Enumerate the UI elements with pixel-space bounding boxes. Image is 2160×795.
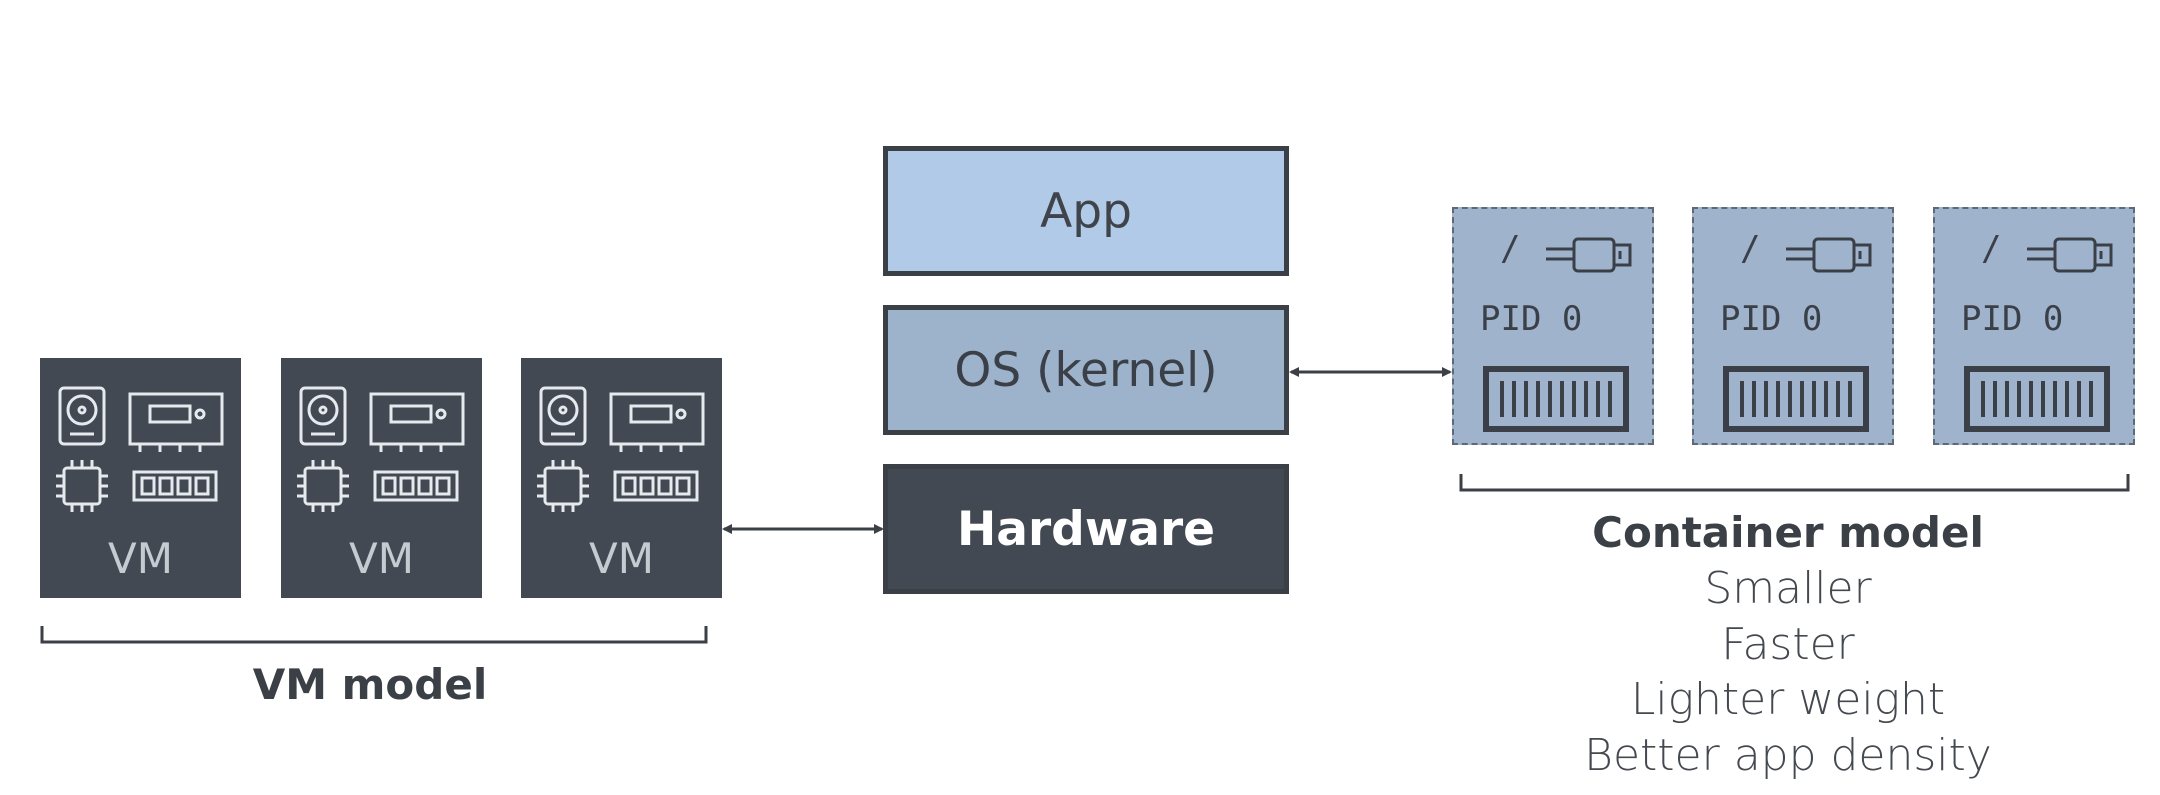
feature-lighter-weight: Lighter weight [1630, 674, 1946, 725]
vm-box: VM [521, 358, 722, 598]
vm-hardware-icons [297, 386, 465, 512]
shipping-container-icon [1964, 366, 2110, 432]
plug-cable-icon [1786, 237, 1872, 273]
feature-smaller: Smaller [1704, 563, 1872, 614]
feature-faster: Faster [1721, 619, 1855, 670]
vm-label: VM [108, 534, 173, 583]
hard-disk-icon [58, 386, 106, 446]
root-path-label: / [1981, 229, 2002, 269]
vm-label: VM [589, 534, 654, 583]
app-layer-box: App [883, 146, 1289, 276]
cpu-chip-icon [297, 460, 349, 512]
hardware-layer-label: Hardware [956, 501, 1216, 557]
app-layer-label: App [1040, 183, 1132, 239]
vm-label: VM [349, 534, 414, 583]
container-box: / PID 0 [1933, 207, 2135, 445]
memory-module-icon [613, 470, 699, 502]
hardware-layer-box: Hardware [883, 464, 1289, 594]
plug-cable-icon [2027, 237, 2113, 273]
circuit-board-icon [369, 392, 465, 452]
memory-module-icon [373, 470, 459, 502]
vm-group-bracket [40, 626, 708, 644]
cpu-chip-icon [56, 460, 108, 512]
vm-model-title: VM model [252, 660, 488, 709]
vm-box: VM [281, 358, 482, 598]
root-path-label: / [1740, 229, 1761, 269]
plug-cable-icon [1546, 237, 1632, 273]
container-icons [1483, 237, 1632, 432]
feature-better-app-density: Better app density [1584, 730, 1992, 781]
container-icons [1964, 237, 2113, 432]
pid-label: PID 0 [1961, 299, 2064, 339]
root-path-label: / [1500, 229, 1521, 269]
circuit-board-icon [609, 392, 705, 452]
container-icons [1723, 237, 1872, 432]
os-kernel-layer-box: OS (kernel) [883, 305, 1289, 435]
vm-hardware-icons [537, 386, 705, 512]
memory-module-icon [132, 470, 218, 502]
vm-box: VM [40, 358, 241, 598]
container-model-title: Container model [1592, 508, 1984, 557]
shipping-container-icon [1723, 366, 1869, 432]
hard-disk-icon [299, 386, 347, 446]
vm-hardware-icons [56, 386, 224, 512]
circuit-board-icon [128, 392, 224, 452]
pid-label: PID 0 [1720, 299, 1823, 339]
os-kernel-layer-label: OS (kernel) [954, 342, 1218, 398]
shipping-container-icon [1483, 366, 1629, 432]
pid-label: PID 0 [1480, 299, 1583, 339]
container-box: / PID 0 [1452, 207, 1654, 445]
hard-disk-icon [539, 386, 587, 446]
container-box: / PID 0 [1692, 207, 1894, 445]
cpu-chip-icon [537, 460, 589, 512]
container-group-bracket [1459, 474, 2130, 492]
